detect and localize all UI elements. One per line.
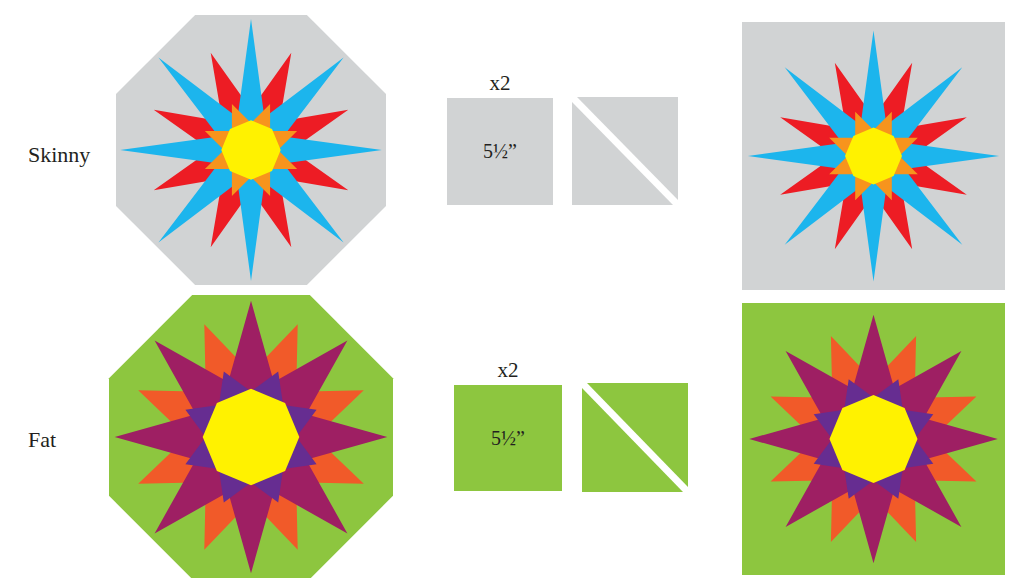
fabric-square: x25½”: [454, 385, 562, 491]
half-square-triangle: [582, 388, 683, 492]
octagon-block: [116, 15, 386, 285]
dark-purple-center-points: [814, 379, 934, 499]
orange-center-points: [205, 104, 297, 196]
size-label: 5½”: [483, 140, 517, 163]
row-label: Skinny: [28, 142, 90, 168]
quantity-label: x2: [498, 358, 519, 383]
quantity-label: x2: [490, 71, 511, 96]
dark-purple-center-points: [185, 371, 316, 502]
square-block: [742, 303, 1005, 575]
square-block: [742, 22, 1005, 290]
blue-star-points: [748, 30, 999, 281]
octagon-block: [109, 295, 393, 578]
skinny-octagon-block: [116, 15, 386, 285]
cut-square-triangles: [582, 383, 688, 492]
yellow-center: [221, 120, 280, 179]
cut-square-triangles: [572, 97, 678, 205]
square-background: [742, 303, 1005, 575]
square-background: [742, 22, 1005, 290]
half-square-triangle: [572, 102, 673, 205]
yellow-center: [203, 389, 300, 486]
row-label: Fat: [28, 427, 56, 453]
size-label: 5½”: [491, 427, 525, 450]
orange-center-points: [829, 112, 918, 201]
fabric-square: x25½”: [447, 98, 553, 205]
yellow-center: [830, 395, 918, 483]
fat-octagon-block: [109, 295, 393, 578]
purple-star-points: [115, 301, 388, 574]
purple-star-points: [749, 315, 998, 564]
blue-star-points: [120, 19, 382, 281]
yellow-center: [845, 128, 902, 185]
